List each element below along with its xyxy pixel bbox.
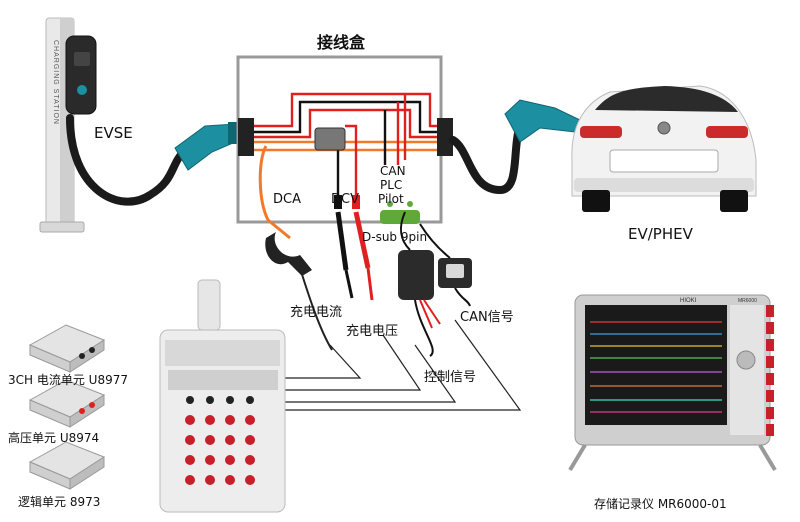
can-signal-label: CAN信号 [460, 310, 514, 325]
junction-box-title: 接线盒 [317, 33, 366, 52]
evse-cable [66, 114, 189, 206]
recorder-label: 存储记录仪 MR6000-01 [594, 497, 727, 511]
control-signal-label: 控制信号 [424, 370, 477, 385]
dcv-black-terminal [334, 195, 342, 209]
mr6000-front-label: MR6000 [738, 298, 757, 304]
dca-current-clamp [265, 232, 333, 351]
evse-station-text: CHARGING STATION [52, 40, 59, 125]
ev-cable [449, 121, 524, 195]
ev-phev-label: EV/PHEV [628, 225, 693, 243]
connection-leader-lines [283, 319, 522, 411]
unit-logic-module [28, 441, 106, 490]
pilot-label: Pilot [378, 192, 404, 206]
can-label: CAN [380, 164, 406, 178]
hioki-logo: HIOKI [680, 298, 697, 304]
dcv-label: DCV [331, 192, 359, 207]
ev-connector [504, 99, 581, 143]
control-signal-adapter [398, 211, 441, 357]
dsub-label: D-sub 9pin [362, 230, 428, 244]
unit-hv-label: 高压单元 U8974 [8, 431, 100, 445]
unit-3ch-label: 3CH 电流单元 U8977 [8, 373, 128, 387]
plc-label: PLC [380, 178, 403, 192]
ev-car [571, 85, 757, 212]
dcv-red-terminal [352, 195, 360, 209]
charge-current-label: 充电电流 [290, 305, 343, 320]
charge-voltage-label: 充电电压 [346, 324, 399, 339]
unit-hv-module [28, 379, 106, 428]
dca-label: DCA [273, 192, 301, 207]
mr6000-rear-panel [159, 279, 286, 513]
junction-relay-block [314, 127, 346, 151]
voltage-probes [335, 211, 374, 301]
dsub-connector [380, 210, 420, 224]
unit-3ch-module [28, 324, 106, 373]
evse-connector [174, 122, 242, 171]
can-signal-adapter [419, 223, 472, 307]
evse-label: EVSE [94, 124, 133, 142]
mr6000-recorder: HIOKI MR6000 [568, 294, 777, 472]
unit-logic-label: 逻辑单元 8973 [18, 495, 101, 509]
